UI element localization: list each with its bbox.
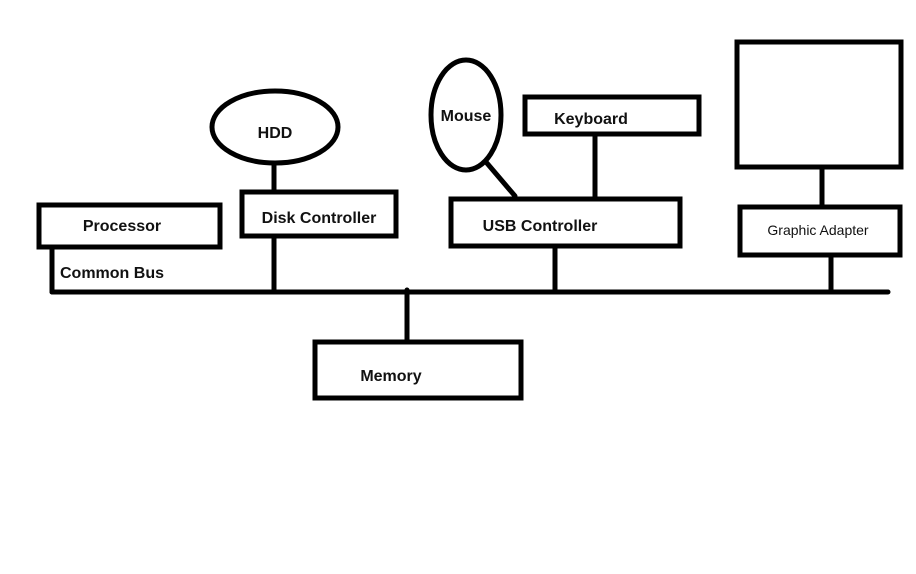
disk-controller-label: Disk Controller xyxy=(262,210,377,227)
processor-label: Processor xyxy=(83,218,161,235)
hdd-label: HDD xyxy=(258,125,293,142)
graphic-adapter-label: Graphic Adapter xyxy=(767,222,869,238)
monitor-node xyxy=(734,39,904,170)
keyboard-node: Keyboard xyxy=(522,94,702,137)
memory-node: Memory xyxy=(312,339,524,401)
processor-node: Processor xyxy=(36,202,223,250)
disk-controller-node: Disk Controller xyxy=(239,189,399,239)
memory-label: Memory xyxy=(360,368,421,385)
mouse-connector xyxy=(483,159,518,199)
common-bus-label: Common Bus xyxy=(60,265,164,282)
usb-controller-node: USB Controller xyxy=(448,196,683,249)
keyboard-label: Keyboard xyxy=(554,111,628,128)
graphic-adapter-node: Graphic Adapter xyxy=(737,204,903,258)
usb-controller-label: USB Controller xyxy=(483,218,598,235)
mouse-node: Mouse xyxy=(428,57,504,173)
hdd-node: HDD xyxy=(209,88,341,166)
mouse-label: Mouse xyxy=(441,108,492,125)
